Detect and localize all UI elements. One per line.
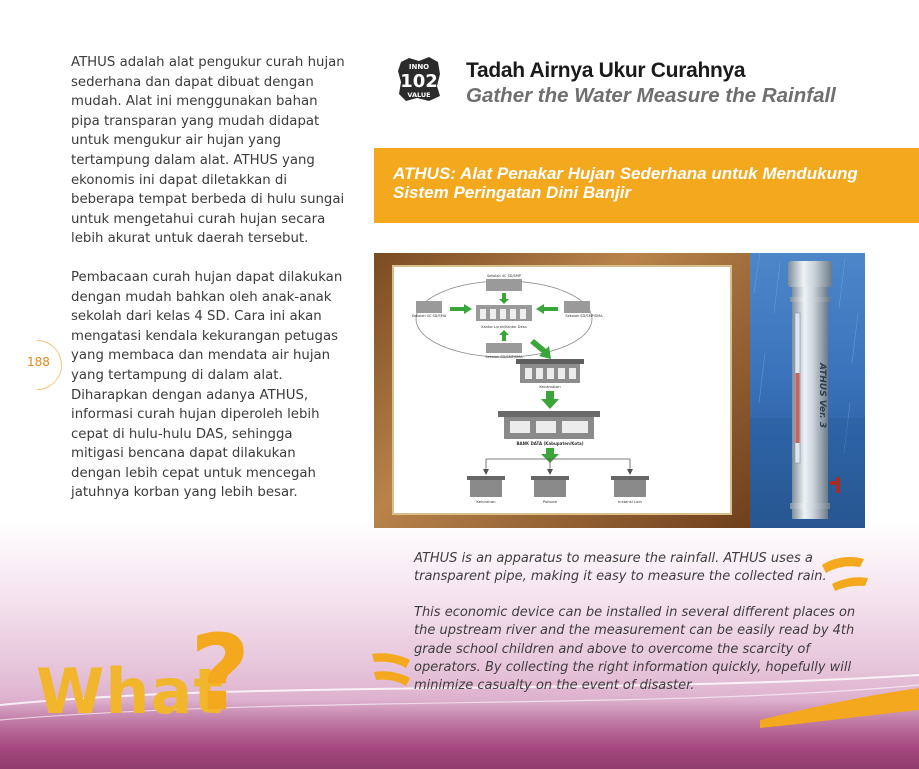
english-text-column: ATHUS is an apparatus to measure the rai…: [414, 550, 864, 713]
english-paragraph-2: This economic device can be installed in…: [414, 604, 856, 694]
indonesian-paragraph-2: Pembacaan curah hujan dapat dilakukan de…: [71, 269, 343, 501]
logo-line-3: VALUE: [407, 91, 430, 99]
open-quote-icon: [372, 653, 410, 686]
athus-device-photo: ATHUS Ver. 3: [750, 253, 865, 528]
bank-data-label: BANK DATA (Kabupaten/Kota): [516, 441, 583, 446]
center-label: Kantor Lurah/Kantor Desa: [481, 325, 526, 329]
bottom-swoosh: [0, 674, 919, 728]
english-paragraph-1: ATHUS is an apparatus to measure the rai…: [414, 551, 827, 585]
kecamatan-label: Kecamatan: [539, 384, 561, 389]
out-2-label: Polisian: [543, 499, 558, 504]
node-bottom-label: Sekolah SD/SMP/SMA: [485, 355, 523, 359]
page-subtitle: Gather the Water Measure the Rainfall: [466, 84, 836, 107]
device-label: ATHUS Ver. 3: [817, 362, 827, 428]
page-number: 188: [27, 355, 50, 369]
logo-line-2: 102: [400, 71, 438, 92]
out-1-label: Kelurahan: [476, 499, 496, 504]
bottom-purple-band: [0, 700, 919, 769]
node-top-label: Sekolah 4C SD/SMP: [487, 274, 521, 278]
node-left-label: Sekolah 4C SD/SMA: [412, 314, 447, 318]
what-heading: What: [36, 655, 225, 728]
out-3-label: Instansi Lain: [618, 499, 642, 504]
diagram-panel: [392, 265, 732, 515]
indonesian-text-column: ATHUS adalah alat pengukur curah hujan s…: [71, 53, 347, 522]
flow-diagram: Kantor Lurah/Kantor Desa Sekolah 4C SD/S…: [412, 274, 649, 504]
orange-banner: [374, 148, 919, 223]
node-right-label: Sekolah SD/SMP/SMA: [565, 314, 603, 318]
banner-heading: ATHUS: Alat Penakar Hujan Sederhana untu…: [393, 164, 858, 202]
close-quote-icon: [822, 557, 864, 573]
close-quote-icon-lower: [832, 577, 868, 591]
indonesian-paragraph-1: ATHUS adalah alat pengukur curah hujan s…: [71, 55, 345, 247]
inno-value-logo: INNO 102 VALUE: [398, 57, 440, 101]
logo-line-1: INNO: [409, 63, 429, 71]
page-title: Tadah Airnya Ukur Curahnya: [466, 59, 746, 82]
center-building: Kantor Lurah/Kantor Desa: [476, 305, 532, 329]
question-mark: ?: [190, 612, 251, 734]
athus-device-illustration: ATHUS Ver. 3: [750, 253, 865, 528]
